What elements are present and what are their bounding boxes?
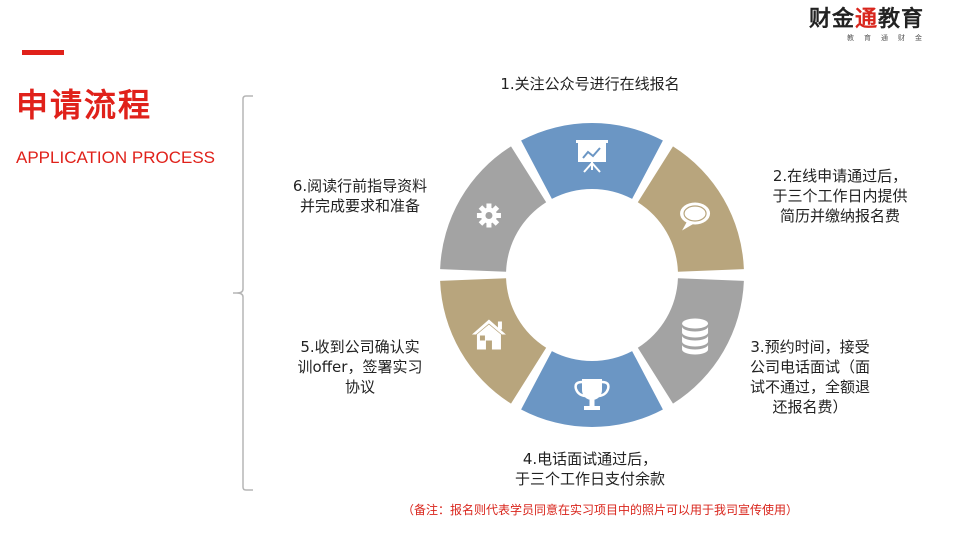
page-subtitle: APPLICATION PROCESS <box>16 148 216 167</box>
step-5-line: 协议 <box>344 378 375 396</box>
step-3-line: 公司电话面试（面 <box>749 358 870 376</box>
footnote: （备注：报名则代表学员同意在实习项目中的照片可以用于我司宣传使用） <box>401 503 798 517</box>
trophy-icon <box>574 379 610 410</box>
step-3-line: 3.预约时间，接受 <box>750 338 870 356</box>
step-4-line: 4.电话面试通过后， <box>522 450 658 468</box>
page-title: 申请流程 <box>16 86 153 124</box>
step-5-line: 5.收到公司确认实 <box>300 338 420 356</box>
step-4-text: 4.电话面试通过后， 于三个工作日支付余款 <box>460 449 720 489</box>
step-1-text: 1.关注公众号进行在线报名 <box>460 74 720 94</box>
left-bracket <box>233 95 253 491</box>
step-3-line: 还报名费） <box>772 398 848 416</box>
logo-subtext: 教育通财金 <box>847 34 932 42</box>
step-5-line: 训offer，签署实习 <box>297 358 423 376</box>
step-6-text: 6.阅读行前指导资料并完成要求和准备 <box>270 176 450 216</box>
step-6-line: 6.阅读行前指导资料 <box>292 177 428 195</box>
step-1-line: 1.关注公众号进行在线报名 <box>500 75 680 93</box>
speech-bubble-icon <box>680 202 711 231</box>
database-icon <box>682 318 709 355</box>
step-2-line: 于三个工作日内提供 <box>772 187 908 205</box>
step-4-line: 于三个工作日支付余款 <box>514 470 665 488</box>
logo-text: 财金通教育 <box>808 7 924 32</box>
step-2-line: 2.在线申请通过后， <box>772 167 908 185</box>
step-3-line: 试不通过，全额退 <box>749 378 870 396</box>
presentation-board-icon <box>576 140 608 173</box>
house-icon <box>471 319 506 350</box>
title-accent-bar <box>22 50 64 55</box>
step-5-text: 5.收到公司确认实训offer，签署实习协议 <box>270 337 450 397</box>
step-2-line: 简历并缴纳报名费 <box>779 207 900 225</box>
step-6-line: 并完成要求和准备 <box>299 197 420 215</box>
gear-icon <box>476 203 501 228</box>
step-2-text: 2.在线申请通过后， 于三个工作日内提供简历并缴纳报名费 <box>740 166 940 226</box>
step-3-text: 3.预约时间，接受公司电话面试（面试不通过，全额退还报名费） <box>740 337 880 417</box>
brand-logo: 财金通教育 教育通财金 <box>809 6 924 43</box>
